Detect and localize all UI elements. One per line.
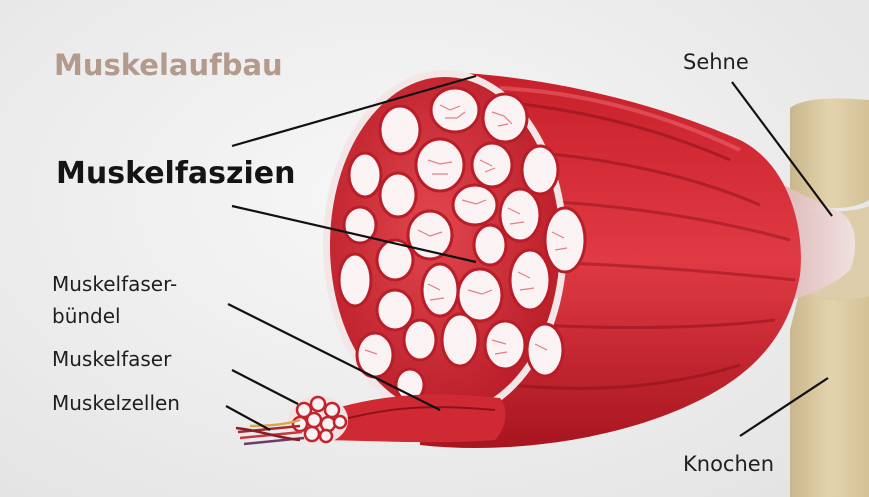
label-muskelfaser: Muskelfaser xyxy=(52,347,171,371)
label-muskelfaserbuendel-line1: Muskelfaser- xyxy=(52,272,177,296)
diagram-title: Muskelaufbau xyxy=(54,48,283,82)
label-knochen: Knochen xyxy=(683,452,774,476)
label-muskelfaszien: Muskelfaszien xyxy=(56,156,295,191)
label-sehne: Sehne xyxy=(683,50,749,74)
leader-line-faser xyxy=(232,370,298,404)
fiber-bundle xyxy=(288,394,505,444)
bone-shape xyxy=(790,98,869,497)
label-muskelfaserbuendel-line2: bündel xyxy=(52,304,121,328)
leader-line-zellen xyxy=(226,406,270,430)
label-muskelzellen: Muskelzellen xyxy=(52,391,180,415)
